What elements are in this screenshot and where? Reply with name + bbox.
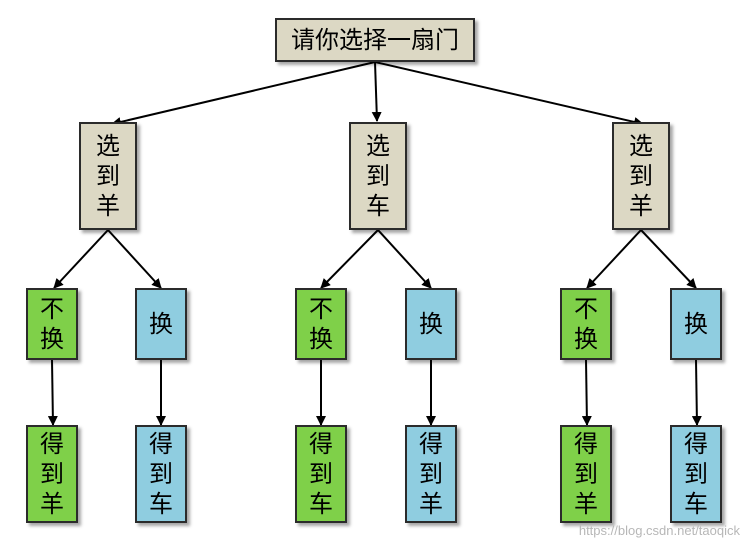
root-node: 请你选择一扇门 (275, 18, 475, 62)
switch-result-node-3: 得到车 (670, 425, 722, 523)
switch-result-node-3-label: 得到车 (683, 430, 708, 518)
switch-result-node-2-label: 得到羊 (418, 430, 443, 518)
connector-arrow-10 (47, 359, 58, 426)
switch-node-1: 换 (135, 288, 187, 360)
watermark: https://blog.csdn.net/taoqick (578, 523, 740, 538)
connector-arrow-8 (586, 229, 642, 289)
stay-result-node-3-label: 得到羊 (573, 430, 598, 518)
switch-node-2: 换 (405, 288, 457, 360)
switch-node-2-label: 换 (418, 310, 443, 338)
choice-node-2: 选到车 (349, 122, 407, 230)
switch-node-1-label: 换 (148, 310, 173, 338)
switch-node-3: 换 (670, 288, 722, 360)
switch-node-3-label: 换 (683, 310, 708, 338)
stay-result-node-2: 得到车 (295, 425, 347, 523)
stay-node-2: 不换 (295, 288, 347, 360)
stay-result-node-1-label: 得到羊 (39, 430, 64, 518)
root-node-label: 请你选择一扇门 (291, 26, 459, 54)
stay-result-node-1: 得到羊 (26, 425, 78, 523)
connector-arrow-5 (107, 229, 162, 289)
connector-arrow-4 (53, 229, 109, 289)
stay-node-3: 不换 (560, 288, 612, 360)
choice-node-3: 选到羊 (612, 122, 670, 230)
stay-result-node-2-label: 得到车 (308, 430, 333, 518)
stay-node-2-label: 不换 (308, 295, 333, 353)
connector-arrow-2 (371, 61, 382, 122)
choice-node-1-label: 选到羊 (95, 132, 120, 220)
choice-node-1: 选到羊 (79, 122, 137, 230)
connector-arrow-14 (581, 359, 592, 426)
choice-node-3-label: 选到羊 (628, 132, 653, 220)
connector-arrow-9 (640, 229, 697, 289)
stay-node-1-label: 不换 (39, 295, 64, 353)
switch-result-node-1-label: 得到车 (148, 430, 173, 518)
choice-node-2-label: 选到车 (365, 132, 390, 220)
connector-arrow-1 (111, 61, 376, 127)
stay-result-node-3: 得到羊 (560, 425, 612, 523)
connector-arrow-15 (691, 359, 702, 426)
connector-arrow-3 (374, 61, 644, 127)
stay-node-1: 不换 (26, 288, 78, 360)
connector-arrow-6 (320, 229, 379, 289)
switch-result-node-1: 得到车 (135, 425, 187, 523)
connector-arrow-7 (377, 229, 432, 289)
switch-result-node-2: 得到羊 (405, 425, 457, 523)
stay-node-3-label: 不换 (573, 295, 598, 353)
